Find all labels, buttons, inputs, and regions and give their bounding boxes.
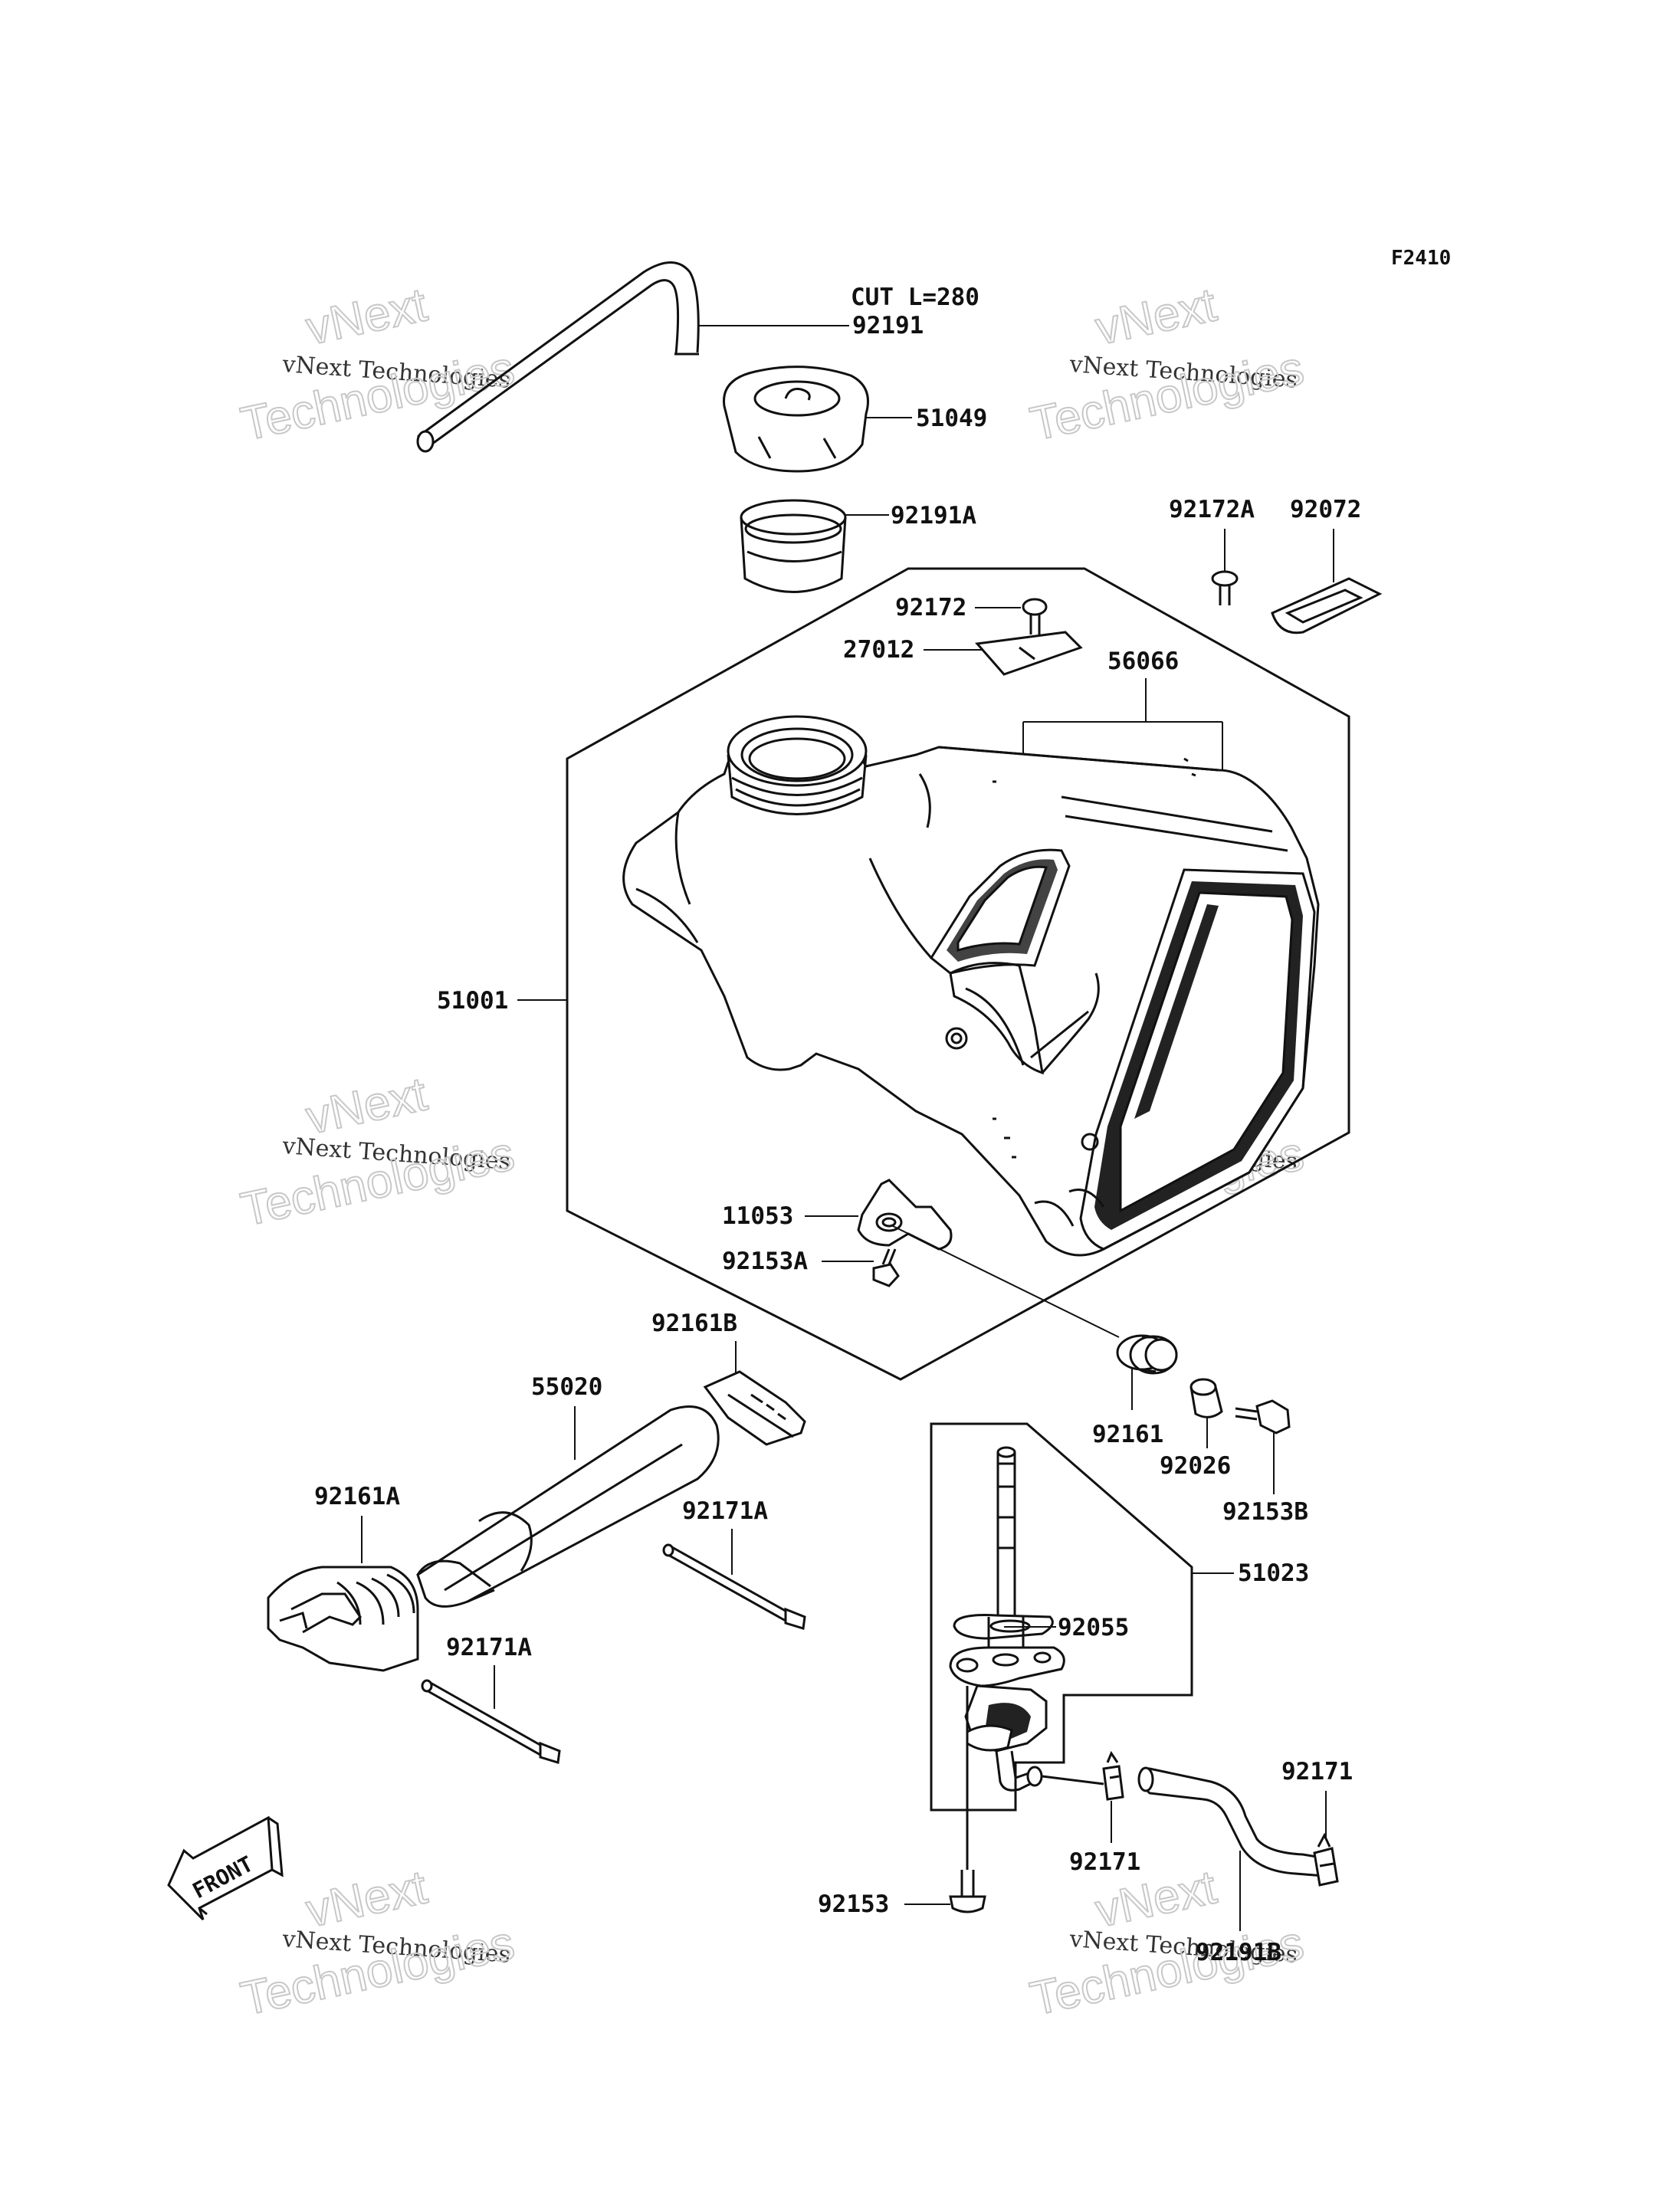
bolt-92172 (1022, 598, 1048, 635)
clip-92171-left (1102, 1750, 1124, 1801)
fuel-cock-frame (930, 1422, 1193, 1812)
front-arrow: FRONT (167, 1815, 284, 1921)
label-27012: 27012 (843, 636, 914, 664)
bracket-11053 (857, 1179, 953, 1251)
fuel-cap-51049 (723, 366, 869, 473)
label-56066: 56066 (1107, 648, 1179, 675)
figure-code: F2410 (1391, 247, 1451, 270)
watermark-bottom-left: vNext vNext Technologies Technologies (236, 1860, 520, 2026)
watermark-top-right: vNext vNext Technologies Technologies (1025, 277, 1309, 451)
label-55020: 55020 (531, 1373, 602, 1401)
cut-note: CUT L=280 (851, 284, 979, 311)
label-92161A: 92161A (314, 1483, 400, 1510)
label-92153: 92153 (818, 1890, 889, 1918)
bolt-92172A (1211, 570, 1239, 605)
label-92161: 92161 (1092, 1421, 1163, 1448)
label-92072: 92072 (1290, 496, 1361, 523)
bolt-92153B (1235, 1399, 1291, 1435)
label-92055: 92055 (1058, 1614, 1129, 1641)
bolt-92153A (872, 1248, 900, 1287)
label-92191: 92191 (852, 312, 924, 339)
watermark-mid-left: vNext vNext Technologies Technologies (236, 1067, 520, 1237)
leader-56066 (1022, 678, 1223, 877)
leader-mount (892, 1225, 1120, 1338)
cable-tie-92171A-upper (662, 1543, 806, 1630)
fuel-cock-51023 (949, 1446, 1104, 1870)
watermark-line1: vNext (302, 278, 431, 355)
watermark-line1: vNext (302, 1861, 431, 1937)
label-92191B: 92191B (1196, 1939, 1281, 1966)
label-92026: 92026 (1160, 1452, 1231, 1480)
clip-92171-right (1313, 1832, 1339, 1887)
label-51049: 51049 (916, 405, 987, 432)
label-92161B: 92161B (651, 1310, 737, 1337)
tank-assembly-frame (566, 567, 1350, 1381)
cover-55020 (416, 1405, 720, 1608)
label-92171A-2: 92171A (446, 1634, 532, 1661)
watermark-line1: vNext (1091, 278, 1221, 355)
breather-hose-92191 (416, 261, 700, 453)
label-92171-2: 92171 (1281, 1758, 1353, 1785)
strap-92072 (1271, 577, 1383, 635)
filler-ring-92191A (740, 499, 847, 593)
label-51023: 51023 (1238, 1559, 1309, 1587)
fuel-tank-51001 (622, 715, 1320, 1257)
label-51001: 51001 (437, 987, 508, 1015)
grommet-92161 (1116, 1334, 1178, 1375)
watermark-line1: vNext (302, 1067, 431, 1144)
damper-92161A (267, 1566, 419, 1672)
label-92153B: 92153B (1222, 1498, 1308, 1526)
damper-92161B (703, 1370, 806, 1446)
label-92172: 92172 (895, 594, 966, 621)
label-92171-1: 92171 (1069, 1848, 1140, 1876)
label-11053: 11053 (722, 1202, 793, 1230)
label-92153A: 92153A (722, 1248, 808, 1275)
label-92171A: 92171A (682, 1497, 768, 1525)
label-92191A: 92191A (891, 502, 976, 530)
watermark-top-left: vNext vNext Technologies Technologies (236, 277, 520, 451)
cable-tie-92171A-lower (421, 1679, 561, 1764)
screw-92153 (949, 1870, 986, 1913)
collar-92026 (1189, 1378, 1223, 1418)
label-92172A: 92172A (1169, 496, 1255, 523)
bracket-27012 (975, 631, 1083, 676)
